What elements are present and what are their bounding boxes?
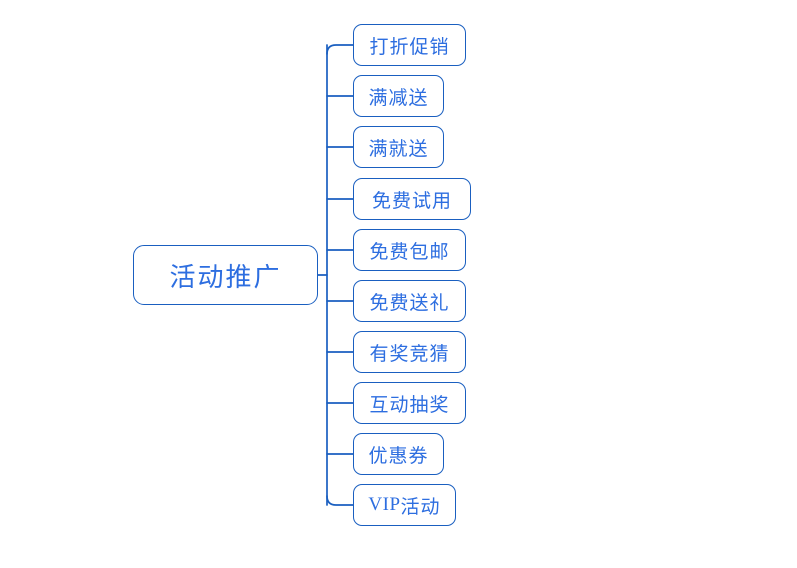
child-node-label-cjk: 活动	[400, 496, 441, 518]
child-node-1[interactable]: 打折促销	[353, 24, 466, 66]
child-node-5[interactable]: 免费包邮	[353, 229, 466, 271]
child-node-label: 打折促销	[369, 36, 450, 58]
child-node-label-latin: VIP	[368, 494, 401, 515]
child-node-4[interactable]: 免费试用	[353, 178, 471, 220]
root-node-label: 活动推广	[169, 261, 282, 292]
child-node-label: 免费送礼	[369, 292, 450, 314]
child-node-label: 互动抽奖	[369, 394, 450, 416]
child-node-2[interactable]: 满减送	[353, 75, 444, 117]
branch-line-1	[326, 44, 354, 55]
child-node-3[interactable]: 满就送	[353, 126, 444, 168]
child-node-label: 免费包邮	[369, 241, 450, 263]
root-node[interactable]: 活动推广	[133, 245, 318, 305]
child-node-label: 满就送	[368, 138, 429, 160]
child-node-label: 满减送	[368, 87, 429, 109]
child-node-9[interactable]: 优惠券	[353, 433, 444, 475]
child-node-label: 优惠券	[368, 445, 429, 467]
child-node-6[interactable]: 免费送礼	[353, 280, 466, 322]
child-node-label: 有奖竞猜	[369, 343, 450, 365]
child-node-label: 免费试用	[371, 190, 452, 212]
branch-line-10	[326, 495, 354, 506]
child-node-8[interactable]: 互动抽奖	[353, 382, 466, 424]
child-node-7[interactable]: 有奖竞猜	[353, 331, 466, 373]
